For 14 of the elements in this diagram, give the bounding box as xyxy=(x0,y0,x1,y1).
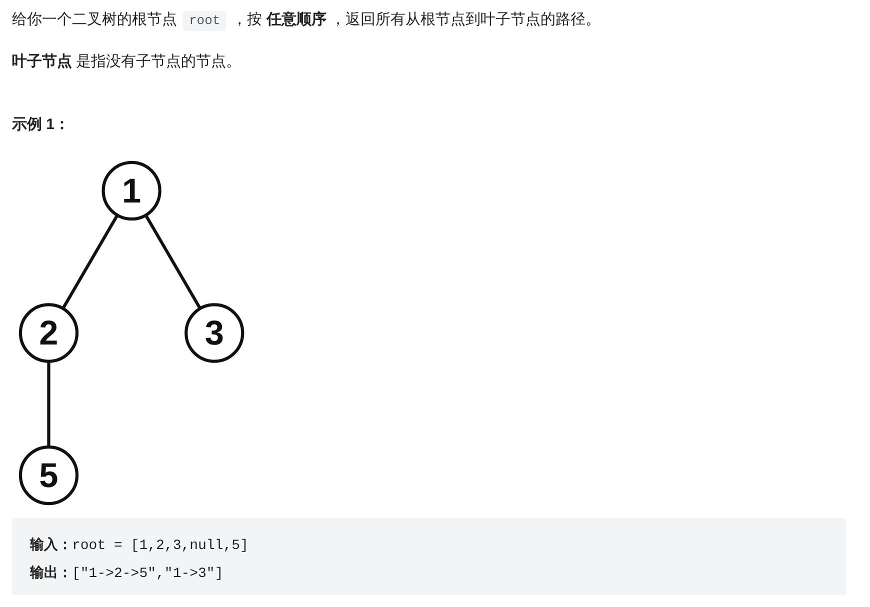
code-line: 输出：["1->2->5","1->3"] xyxy=(30,563,224,584)
connector-line xyxy=(144,214,202,310)
problem-text: 叶子节点 是指没有子节点的节点。 xyxy=(12,52,242,72)
connector-line xyxy=(62,214,119,310)
tree-node: 1 xyxy=(102,160,162,221)
tree-node: 3 xyxy=(184,303,244,363)
connector-line xyxy=(47,361,50,447)
code-line: 输入：root = [1,2,3,null,5] xyxy=(30,535,248,556)
inline-code: root xyxy=(183,11,226,31)
problem-text: ，按 任意顺序 ，返回所有从根节点到叶子节点的路径。 xyxy=(232,10,601,30)
example-heading: 示例 1： xyxy=(12,115,70,135)
problem-text: 给你一个二叉树的根节点 xyxy=(12,10,177,30)
tree-node: 5 xyxy=(18,445,79,506)
tree-node: 2 xyxy=(18,303,79,363)
